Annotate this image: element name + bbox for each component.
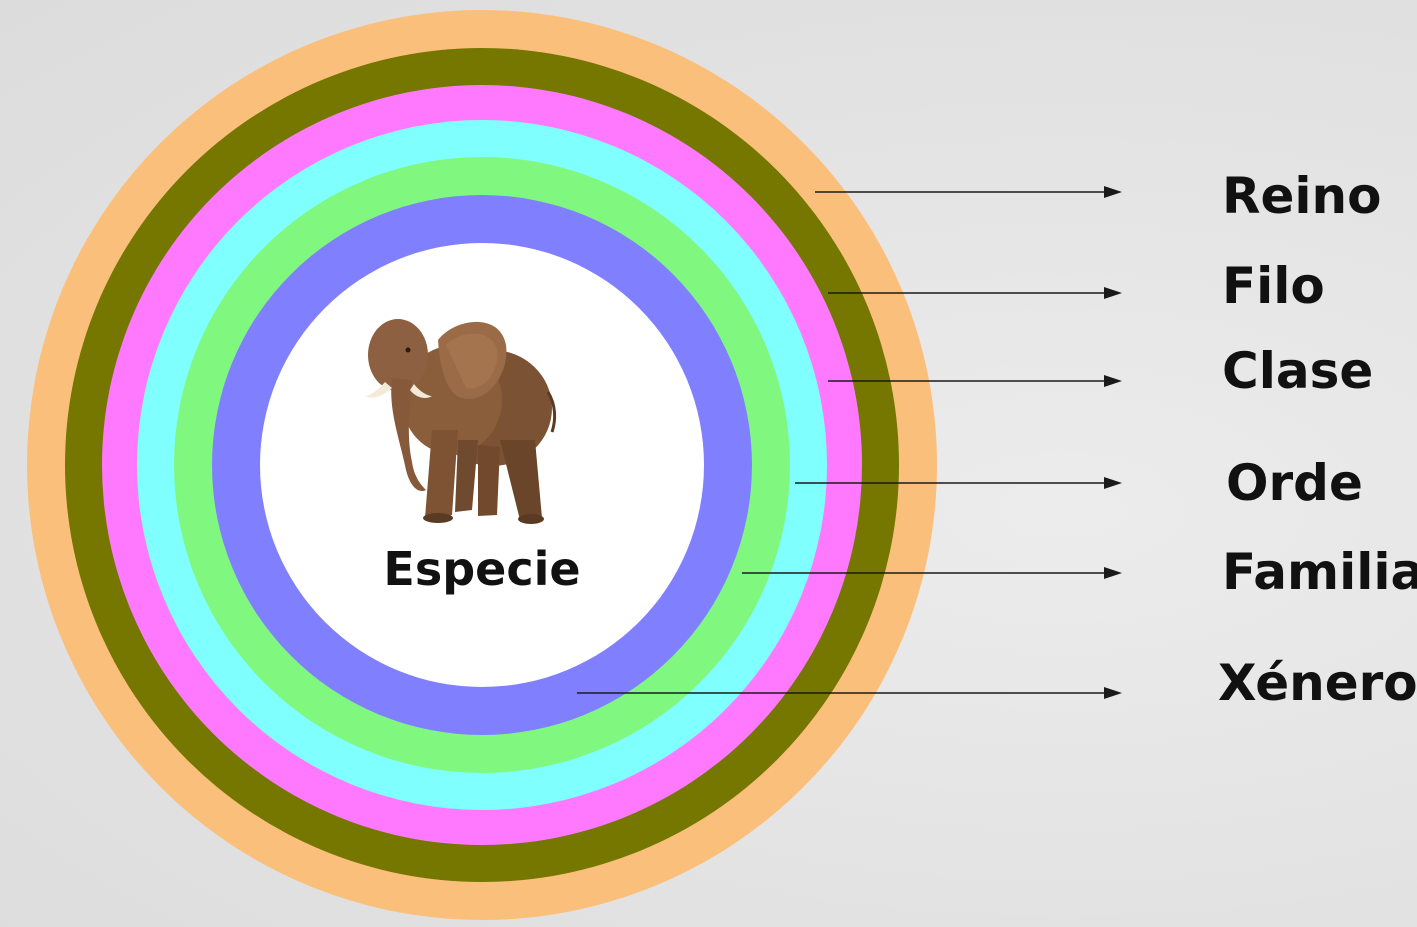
elephant-image bbox=[365, 319, 557, 524]
arrow-head-icon bbox=[1104, 287, 1122, 299]
leader-arrows bbox=[577, 186, 1122, 699]
level-label-4: Familia bbox=[1222, 543, 1417, 601]
arrow-head-icon bbox=[1104, 186, 1122, 198]
level-label-3: Orde bbox=[1226, 454, 1363, 512]
center-label-especie: Especie bbox=[383, 542, 580, 596]
arrow-head-icon bbox=[1104, 567, 1122, 579]
arrow-head-icon bbox=[1104, 687, 1122, 699]
level-label-5: Xénero bbox=[1218, 654, 1417, 712]
arrow-head-icon bbox=[1104, 375, 1122, 387]
level-label-2: Clase bbox=[1222, 342, 1373, 400]
level-label-0: Reino bbox=[1222, 167, 1382, 225]
arrow-head-icon bbox=[1104, 477, 1122, 489]
level-label-1: Filo bbox=[1222, 257, 1325, 315]
